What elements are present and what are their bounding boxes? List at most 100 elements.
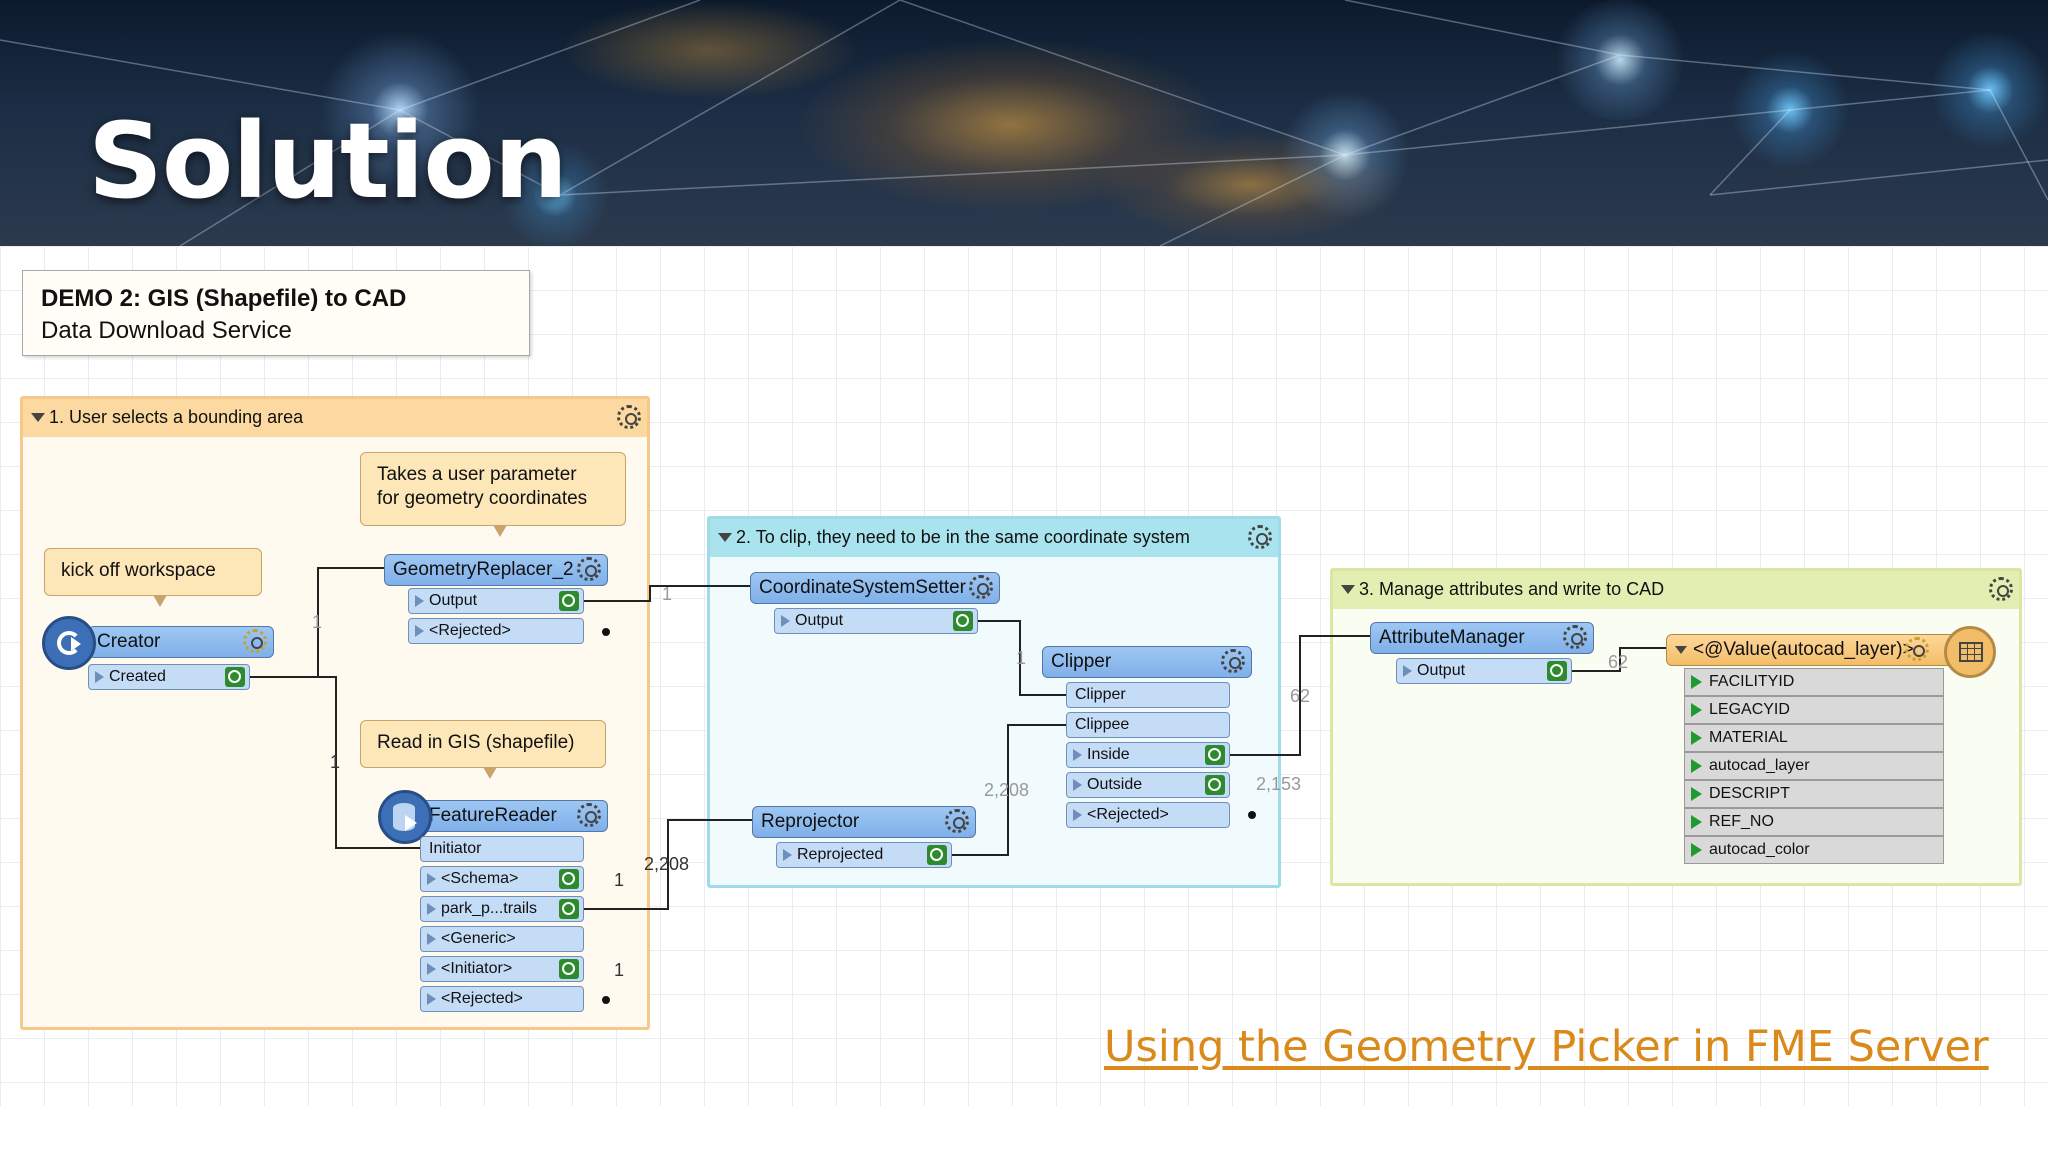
gear-icon[interactable] [1905,637,1929,661]
port-label: Initiator [429,840,482,857]
transformer-feature-reader[interactable]: FeatureReader [420,800,608,832]
bookmark-title: 1. User selects a bounding area [49,407,304,427]
gear-icon[interactable] [1248,525,1272,549]
port-label: Clipper [1075,686,1126,703]
output-port-rejected[interactable]: <Rejected> [408,618,584,644]
collapse-triangle-icon[interactable] [1341,585,1355,594]
link-count: 2,153 [1256,774,1302,794]
transformer-reprojector[interactable]: Reprojector [752,806,976,838]
output-port-initiator[interactable]: <Initiator> [420,956,584,982]
attribute-legacyid[interactable]: LEGACYID [1684,696,1944,724]
transformer-name: GeometryReplacer_2 [393,559,574,580]
transformer-name: Creator [97,631,161,652]
annotation-kickoff[interactable]: kick off workspace [44,548,262,607]
inspect-icon[interactable] [559,591,579,611]
demo-subtitle: Data Download Service [41,317,292,344]
output-port-generic[interactable]: <Generic> [420,926,584,952]
output-port-output[interactable]: Output [408,588,584,614]
slide-title: Solution [88,100,568,222]
annotation-text: kick off workspace [61,560,216,581]
link-count: 62 [1608,652,1629,672]
inspect-icon[interactable] [559,959,579,979]
transformer-attribute-manager[interactable]: AttributeManager [1370,622,1594,654]
output-port-rejected[interactable]: <Rejected> [1066,802,1230,828]
input-port-clippee[interactable]: Clippee [1066,712,1230,738]
gear-icon[interactable] [243,629,267,653]
attribute-descript[interactable]: DESCRIPT [1684,780,1944,808]
gear-icon[interactable] [1221,649,1245,673]
output-port-output[interactable]: Output [774,608,978,634]
attribute-autocad-color[interactable]: autocad_color [1684,836,1944,864]
output-port-outside[interactable]: Outside [1066,772,1230,798]
inspect-icon[interactable] [953,611,973,631]
collapse-triangle-icon[interactable] [718,533,732,542]
gear-icon[interactable] [617,405,641,429]
attribute-material[interactable]: MATERIAL [1684,724,1944,752]
creator-icon [42,616,96,670]
gear-icon[interactable] [1563,625,1587,649]
link-count: 1 [662,584,673,604]
writer-name: <@Value(autocad_layer)> [1693,639,1914,660]
link-count: 1 [614,960,625,980]
creator-circle-icon[interactable] [42,0,96,54]
output-port-created[interactable]: Created [88,664,250,690]
annotation-text: Read in GIS (shapefile) [377,732,575,753]
attribute-ref-no[interactable]: REF_NO [1684,808,1944,836]
transformer-geometry-replacer[interactable]: GeometryReplacer_2 [384,554,608,586]
port-label: <Rejected> [441,990,523,1007]
link-count: 2,208 [984,780,1030,800]
inspect-icon[interactable] [927,845,947,865]
feature-type-writer[interactable]: <@Value(autocad_layer)> [1666,634,1966,666]
inspect-icon[interactable] [225,667,245,687]
inspect-icon[interactable] [559,899,579,919]
attribute-label: MATERIAL [1709,729,1788,746]
inspect-icon[interactable] [1205,775,1225,795]
port-label: <Initiator> [441,960,513,977]
annotation-user-parameter[interactable]: Takes a user parameter for geometry coor… [360,452,626,537]
output-port-park-trails[interactable]: park_p...trails [420,896,584,922]
gear-icon[interactable] [577,803,601,827]
transformer-coordinate-system-setter[interactable]: CoordinateSystemSetter [750,572,1000,604]
port-label: Inside [1087,746,1130,763]
port-label: <Schema> [441,870,519,887]
port-label: Output [795,612,844,629]
collapse-triangle-icon[interactable] [31,413,45,422]
attribute-autocad-layer[interactable]: autocad_layer [1684,752,1944,780]
bookmark-header[interactable]: 3. Manage attributes and write to CAD [1333,571,2019,609]
port-label: Output [429,592,478,609]
inspect-icon[interactable] [1205,745,1225,765]
annotation-text: for geometry coordinates [377,488,588,509]
output-port-inside[interactable]: Inside [1066,742,1230,768]
output-port-rejected[interactable]: <Rejected> [420,986,584,1012]
link-count: 1 [614,870,625,890]
link-count: 1 [330,752,341,772]
output-port-schema[interactable]: <Schema> [420,866,584,892]
output-port-output[interactable]: Output [1396,658,1572,684]
bookmark-title: 3. Manage attributes and write to CAD [1359,579,1665,599]
gear-icon[interactable] [945,809,969,833]
port-label: Created [109,668,166,685]
attribute-facilityid[interactable]: FACILITYID [1684,668,1944,696]
port-label: Clippee [1075,716,1130,733]
transformer-name: Reprojector [761,811,860,832]
gear-icon[interactable] [577,557,601,581]
bookmark-header[interactable]: 2. To clip, they need to be in the same … [710,519,1278,557]
geometry-picker-link[interactable]: Using the Geometry Picker in FME Server [1104,1022,1989,1072]
link-count: 1 [1016,648,1027,668]
gear-icon[interactable] [969,575,993,599]
collapse-triangle-icon[interactable] [1675,646,1687,654]
attribute-label: autocad_layer [1709,757,1810,774]
annotation-read-gis[interactable]: Read in GIS (shapefile) [360,720,606,779]
link-count: 62 [1290,686,1311,706]
gear-icon[interactable] [1989,577,2013,601]
output-port-reprojected[interactable]: Reprojected [776,842,952,868]
demo-label[interactable]: DEMO 2: GIS (Shapefile) to CAD Data Down… [22,270,530,356]
input-port-clipper[interactable]: Clipper [1066,682,1230,708]
inspect-icon[interactable] [559,869,579,889]
bookmark-header[interactable]: 1. User selects a bounding area [23,399,647,437]
transformer-creator[interactable]: Creator [88,626,274,658]
inspect-icon[interactable] [1547,661,1567,681]
input-port-initiator[interactable]: Initiator [420,836,584,862]
transformer-clipper[interactable]: Clipper [1042,646,1252,678]
demo-title: DEMO 2: GIS (Shapefile) to CAD [41,285,407,312]
